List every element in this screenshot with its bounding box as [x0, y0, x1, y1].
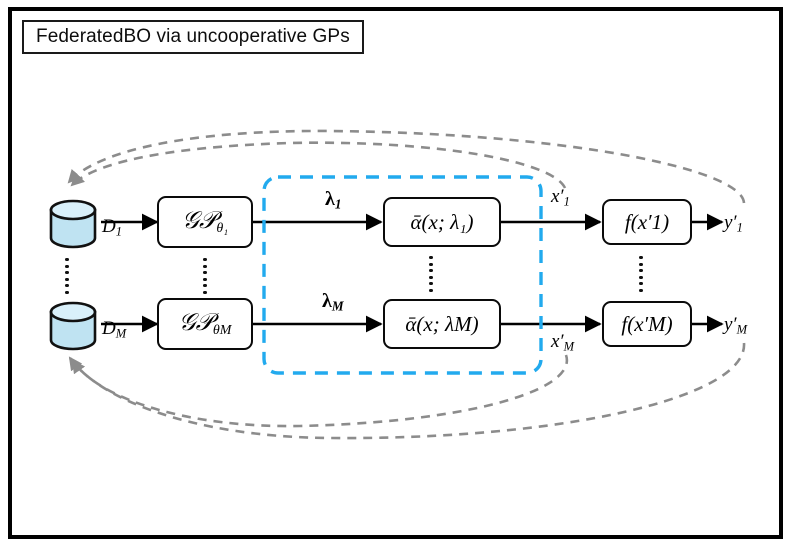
- database-icon-M: [49, 301, 97, 351]
- gp-node-1[interactable]: 𝒢𝒫θ₁: [157, 196, 253, 248]
- ellipsis-acquisition-column: [428, 256, 434, 292]
- figure-title-box: FederatedBO via uncooperative GPs: [22, 20, 364, 54]
- feedback-y1-to-db1: [67, 129, 746, 204]
- page-title: FederatedBO via uncooperative GPs: [36, 26, 350, 47]
- lambda-label-M: λM: [322, 290, 344, 314]
- objective-node-M[interactable]: f(x′M): [602, 301, 692, 347]
- objective-node-1-label: f(x′1): [624, 209, 670, 234]
- feedback-x1-to-db1: [70, 141, 567, 189]
- gp-node-M[interactable]: 𝒢𝒫θM: [157, 298, 253, 350]
- federated-region-dashed-box: [262, 175, 543, 375]
- ellipsis-objective-column: [638, 256, 644, 292]
- acquisition-node-1-label: ᾱ(x; λ₁): [410, 209, 474, 234]
- database-label-1: D1: [102, 216, 122, 239]
- feedback-yM-to-dbM: [68, 342, 746, 440]
- observation-label-M: y′M: [724, 314, 748, 337]
- objective-node-M-label: f(x′M): [621, 311, 673, 336]
- database-icon-1: [49, 199, 97, 249]
- acquisition-node-M-label: ᾱ(x; λM): [405, 311, 479, 336]
- acquisition-node-M[interactable]: ᾱ(x; λM): [383, 299, 501, 349]
- acquisition-node-1[interactable]: ᾱ(x; λ₁): [383, 197, 501, 247]
- lambda-label-1: λ1: [325, 188, 342, 212]
- figure-outer-frame: [8, 7, 783, 539]
- ellipsis-gp-column: [202, 258, 208, 294]
- feedback-xM-to-dbM: [71, 354, 569, 428]
- gp-node-1-label: 𝒢𝒫θ₁: [181, 207, 229, 236]
- objective-node-1[interactable]: f(x′1): [602, 199, 692, 245]
- query-label-M: x′M: [551, 331, 575, 354]
- database-label-M: DM: [102, 318, 127, 341]
- query-label-1: x′1: [551, 186, 570, 209]
- ellipsis-database-column: [64, 258, 70, 294]
- observation-label-1: y′1: [724, 212, 743, 235]
- gp-node-M-label: 𝒢𝒫θM: [178, 309, 232, 338]
